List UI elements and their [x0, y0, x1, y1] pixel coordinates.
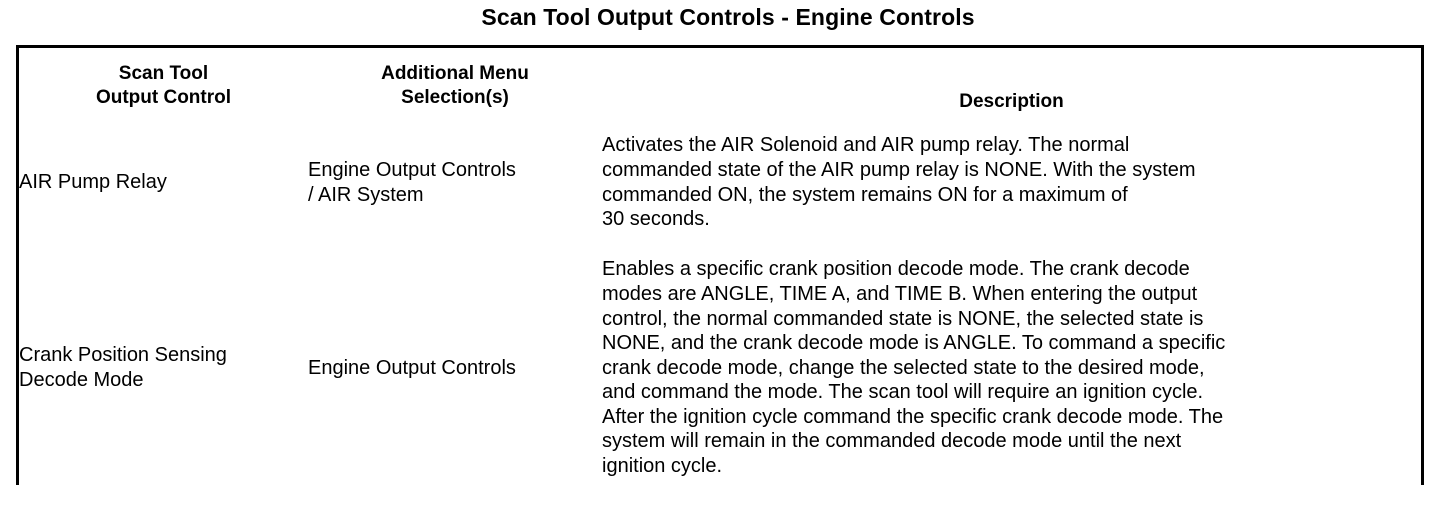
cell-output-control-line1: AIR Pump Relay	[19, 171, 167, 193]
column-header-description: Description	[602, 48, 1421, 123]
cell-menu-selection-line1: Engine Output Controls	[308, 158, 516, 181]
column-header-menu-selection: Additional Menu Selection(s)	[308, 48, 602, 123]
scan-tool-output-controls-table: Scan Tool Output Control Additional Menu…	[19, 48, 1421, 494]
cell-menu-selection-line2: / AIR System	[308, 183, 424, 206]
table-header-row: Scan Tool Output Control Additional Menu…	[19, 48, 1421, 123]
column-header-menu-selection-line2: Selection(s)	[401, 86, 509, 108]
cell-description-line3: control, the normal commanded state is N…	[602, 307, 1204, 330]
spec-table-container: Scan Tool Output Control Additional Menu…	[16, 45, 1424, 494]
table-row: Crank Position Sensing Decode Mode Engin…	[19, 242, 1421, 494]
cell-description: Enables a specific crank position decode…	[602, 242, 1421, 494]
cell-description-line2: commanded state of the AIR pump relay is…	[602, 158, 1196, 181]
page-title: Scan Tool Output Controls - Engine Contr…	[481, 4, 975, 30]
table-row: AIR Pump Relay Engine Output Controls / …	[19, 123, 1421, 242]
cell-menu-selection: Engine Output Controls / AIR System	[308, 123, 602, 242]
column-header-output-control: Scan Tool Output Control	[19, 48, 308, 123]
cell-output-control-line1: Crank Position Sensing	[19, 344, 227, 366]
cell-description-line8: system will remain in the commanded deco…	[602, 430, 1182, 453]
cell-description: Activates the AIR Solenoid and AIR pump …	[602, 123, 1421, 242]
cell-menu-selection: Engine Output Controls	[308, 242, 602, 494]
cell-description-line3: commanded ON, the system remains ON for …	[602, 183, 1128, 206]
column-header-output-control-line2: Output Control	[95, 86, 232, 108]
cell-output-control-line2: Decode Mode	[19, 369, 144, 391]
column-header-menu-selection-line1: Additional Menu	[381, 62, 529, 84]
column-header-description-line1: Description	[959, 91, 1064, 112]
cell-description-line5: crank decode mode, change the selected s…	[602, 356, 1205, 379]
cell-description-line1: Enables a specific crank position decode…	[602, 258, 1190, 281]
cell-description-line4: NONE, and the crank decode mode is ANGLE…	[602, 332, 1226, 355]
cell-description-line4: 30 seconds.	[602, 208, 710, 231]
cell-description-line2: modes are ANGLE, TIME A, and TIME B. Whe…	[602, 282, 1198, 305]
cell-description-line1: Activates the AIR Solenoid and AIR pump …	[602, 134, 1130, 157]
column-header-output-control-line1: Scan Tool	[118, 62, 209, 84]
cell-output-control: AIR Pump Relay	[19, 123, 308, 242]
cell-description-line9: ignition cycle.	[602, 455, 723, 478]
cell-menu-selection-line1: Engine Output Controls	[308, 356, 516, 379]
cell-description-line7: After the ignition cycle command the spe…	[602, 405, 1224, 428]
cell-output-control: Crank Position Sensing Decode Mode	[19, 242, 308, 494]
cell-description-line6: and command the mode. The scan tool will…	[602, 381, 1204, 404]
